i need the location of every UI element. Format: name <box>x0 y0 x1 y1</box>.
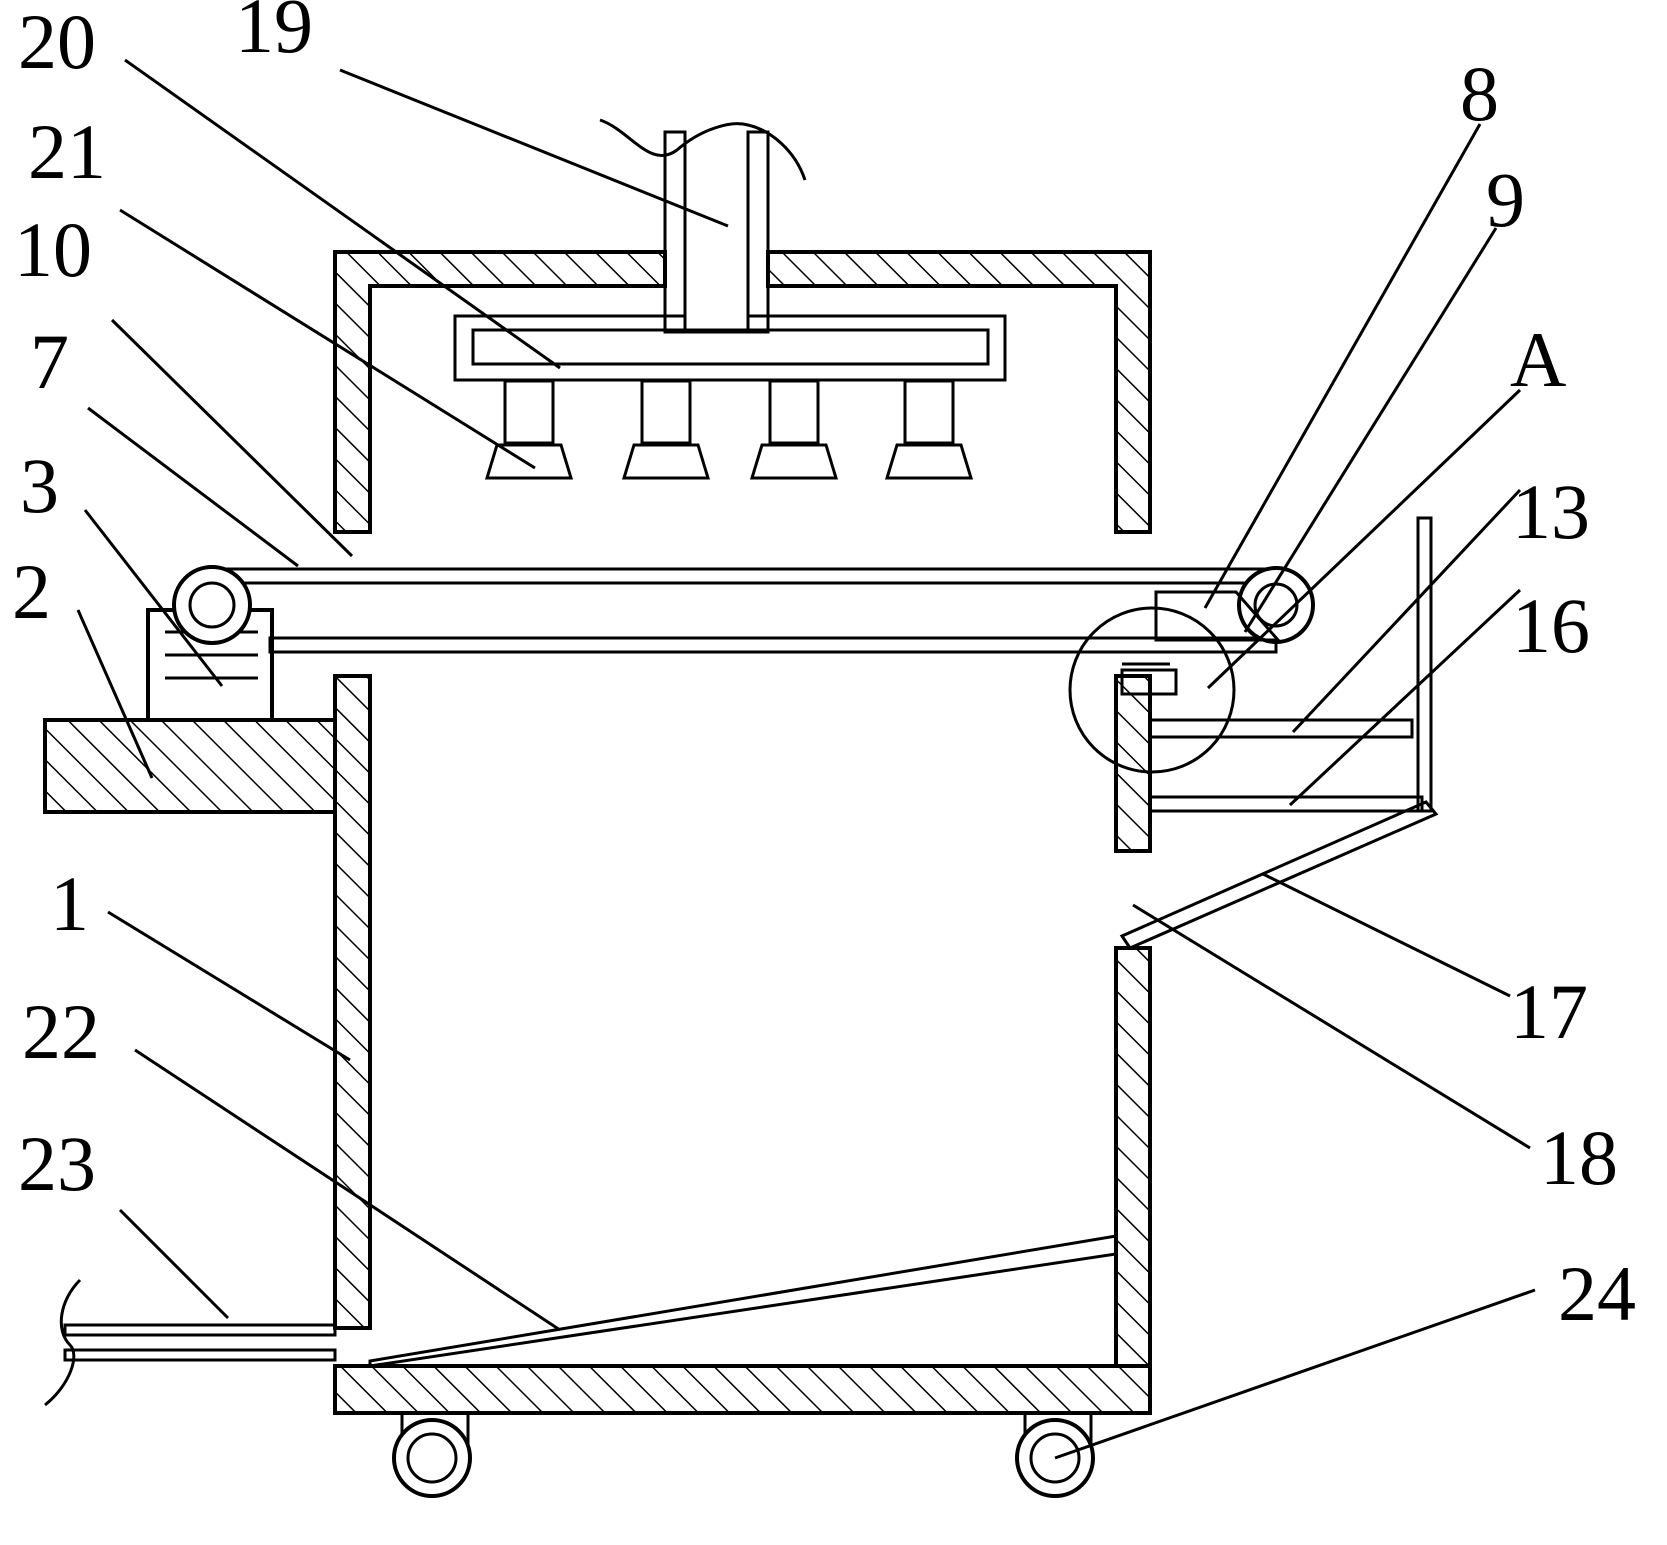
label-2: 2 <box>12 548 51 635</box>
label-10: 10 <box>14 206 92 293</box>
label-24: 24 <box>1558 1250 1636 1337</box>
label-22: 22 <box>22 988 100 1075</box>
conveyor-belt <box>172 565 1315 654</box>
reference-labels: 20 19 21 10 7 3 2 1 22 23 8 9 A 13 16 17… <box>12 0 1636 1337</box>
collection-tray <box>1148 718 1414 739</box>
label-13: 13 <box>1512 468 1590 555</box>
spray-assembly <box>453 118 1007 480</box>
filter-plate <box>1154 590 1282 642</box>
label-18: 18 <box>1540 1114 1618 1201</box>
label-9: 9 <box>1486 156 1525 243</box>
shelf-plate <box>1148 795 1424 813</box>
wheel-right <box>1015 1411 1095 1498</box>
label-19: 19 <box>235 0 313 69</box>
label-17: 17 <box>1510 968 1588 1055</box>
label-7: 7 <box>30 318 69 405</box>
bracket <box>43 718 337 814</box>
side-baffle <box>1416 516 1433 813</box>
label-8: 8 <box>1460 50 1499 137</box>
label-A: A <box>1510 316 1566 403</box>
housing <box>333 250 1152 1415</box>
scraper-block <box>1120 668 1178 696</box>
wheel-left <box>392 1411 472 1498</box>
label-1: 1 <box>50 860 89 947</box>
detail-circle-A <box>1068 606 1236 774</box>
sloped-floor <box>368 1234 1118 1368</box>
label-16: 16 <box>1512 582 1590 669</box>
drain-pipe <box>44 1278 337 1407</box>
leader-lines <box>76 58 1536 1460</box>
label-23: 23 <box>18 1120 96 1207</box>
discharge-chute <box>1119 800 1439 950</box>
label-21: 21 <box>28 108 106 195</box>
label-3: 3 <box>20 442 59 529</box>
label-20: 20 <box>18 0 96 85</box>
